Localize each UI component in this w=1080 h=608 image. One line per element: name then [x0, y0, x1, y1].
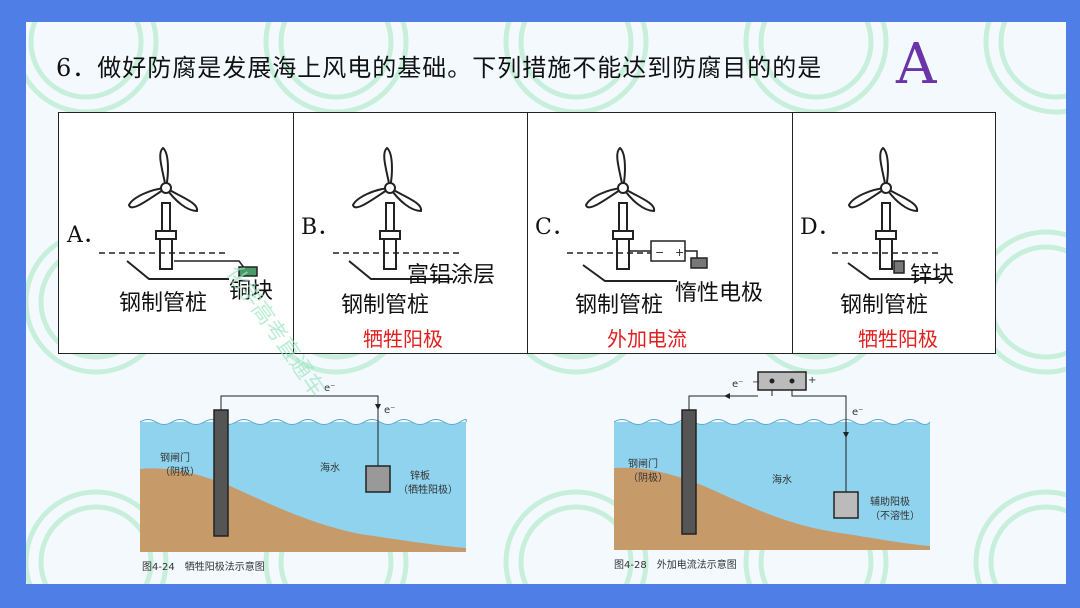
wind-turbine-icon [832, 146, 942, 280]
option-c-method: 外加电流 [607, 327, 687, 351]
figure-impressed-current: e⁻ − + e⁻ 钢闸门 （阴极） 海水 辅助阳极 （不溶性） 图4-28 外… [614, 368, 934, 574]
option-d-letter: D． [800, 215, 840, 240]
option-b: B． 富铝涂层 钢制管桩 牺牲阳极 [293, 113, 528, 353]
question-text: 6．做好防腐是发展海上风电的基础。下列措施不能达到防腐目的的是 [56, 54, 823, 82]
option-d-extra-label: 锌块 [910, 263, 955, 288]
options-grid: A． 钢制管桩 铜块 B． 富铝涂层 钢制管桩 [58, 112, 996, 354]
figure1-gate-label: 钢闸门 [160, 453, 190, 464]
figure1-electron-top: e⁻ [324, 383, 336, 394]
option-b-extra-label: 富铝涂层 [407, 263, 496, 288]
option-d-pile-label: 钢制管桩 [840, 293, 929, 318]
figure2-caption: 图4-28 外加电流法示意图 [614, 560, 737, 571]
option-b-pile-label: 钢制管桩 [341, 293, 430, 318]
figure2-electron-top: e⁻ [732, 379, 744, 390]
option-a-extra-label: 铜块 [229, 279, 274, 304]
option-a-letter: A． [67, 223, 105, 248]
figure2-anode-label: 辅助阳极 [870, 497, 910, 508]
sacrificial-anode-diagram [140, 395, 467, 552]
option-d-method: 牺牲阳极 [858, 327, 938, 351]
figure2-gate-role: （阴极） [628, 473, 668, 484]
option-c-pile-label: 钢制管桩 [575, 293, 664, 318]
option-c: − + C． 钢制管桩 惰性电极 外加电流 [527, 113, 793, 353]
wind-turbine-icon [99, 146, 258, 280]
answer-letter: A [896, 32, 937, 97]
option-a: A． 钢制管桩 铜块 [59, 113, 294, 353]
wind-turbine-icon [333, 146, 463, 280]
figure2-electron-side: e⁻ [852, 407, 864, 418]
figure1-plate-role: （牺牲阳极） [398, 485, 458, 496]
figure1-plate-label: 锌板 [410, 471, 430, 482]
option-a-pile-label: 钢制管桩 [119, 291, 208, 316]
option-b-letter: B． [301, 215, 340, 240]
impressed-current-diagram [614, 371, 931, 550]
option-c-letter: C． [535, 215, 574, 240]
figure1-caption: 图4-24 牺牲阳极法示意图 [142, 562, 265, 573]
figure1-water-label: 海水 [320, 463, 340, 474]
slide: 6．做好防腐是发展海上风电的基础。下列措施不能达到防腐目的的是 A [26, 22, 1066, 584]
option-d: D． 锌块 钢制管桩 牺牲阳极 [792, 113, 995, 353]
figure2-anode-role: （不溶性） [870, 511, 920, 522]
svg-text:+: + [675, 246, 684, 259]
figure1-gate-role: （阴极） [160, 467, 200, 478]
figure2-gate-label: 钢闸门 [628, 459, 658, 470]
figure1-electron-side: e⁻ [384, 405, 396, 416]
option-b-method: 牺牲阳极 [363, 327, 443, 351]
option-c-extra-label: 惰性电极 [675, 281, 764, 306]
wind-turbine-icon: − + [567, 146, 708, 282]
figure2-minus: − [752, 377, 761, 388]
figure2-plus: + [808, 375, 817, 386]
figure2-water-label: 海水 [772, 475, 792, 486]
svg-text:−: − [655, 246, 664, 259]
figure-sacrificial-anode: e⁻ e⁻ 钢闸门 （阴极） 海水 锌板 （牺牲阳极） 图4-24 牺牲阳极法示… [140, 374, 470, 574]
